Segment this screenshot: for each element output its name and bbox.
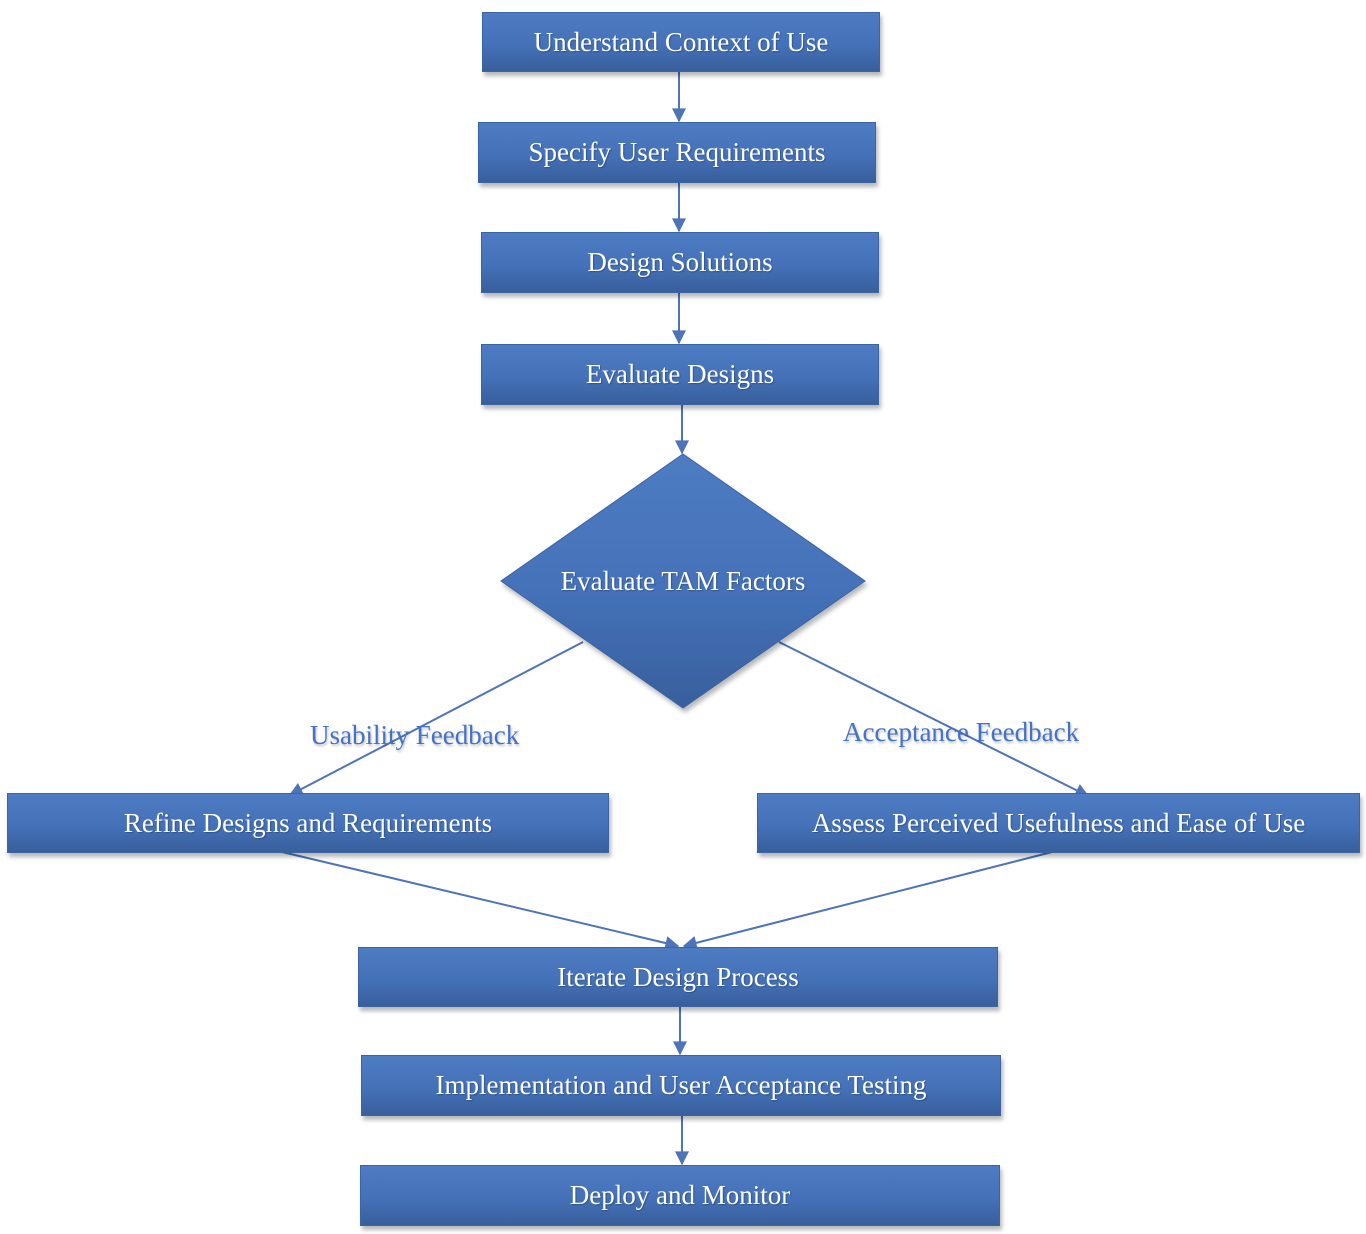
node-understand-context: Understand Context of Use [482, 12, 880, 72]
node-evaluate-designs: Evaluate Designs [481, 344, 879, 405]
node-assess-usefulness: Assess Perceived Usefulness and Ease of … [757, 793, 1360, 853]
node-iterate-design: Iterate Design Process [358, 947, 998, 1007]
arrow-assess-to-iterate [682, 850, 1057, 950]
decision-label: Evaluate TAM Factors [560, 565, 806, 596]
node-design-solutions: Design Solutions [481, 232, 879, 293]
decision-diamond-shape [500, 453, 866, 709]
node-specify-requirements: Specify User Requirements [478, 122, 876, 183]
edge-label-usability-feedback: Usability Feedback [310, 720, 520, 750]
node-deploy-monitor: Deploy and Monitor [360, 1165, 1000, 1226]
arrow-refine-to-iterate [277, 850, 680, 950]
arrow-tam-to-assess [778, 641, 1090, 797]
node-implementation-uat: Implementation and User Acceptance Testi… [361, 1055, 1001, 1116]
node-refine-designs: Refine Designs and Requirements [7, 793, 609, 853]
decision-evaluate-tam: Evaluate TAM Factors [500, 453, 866, 709]
arrow-tam-to-refine [288, 641, 584, 796]
edge-label-acceptance-feedback: Acceptance Feedback [843, 717, 1080, 747]
